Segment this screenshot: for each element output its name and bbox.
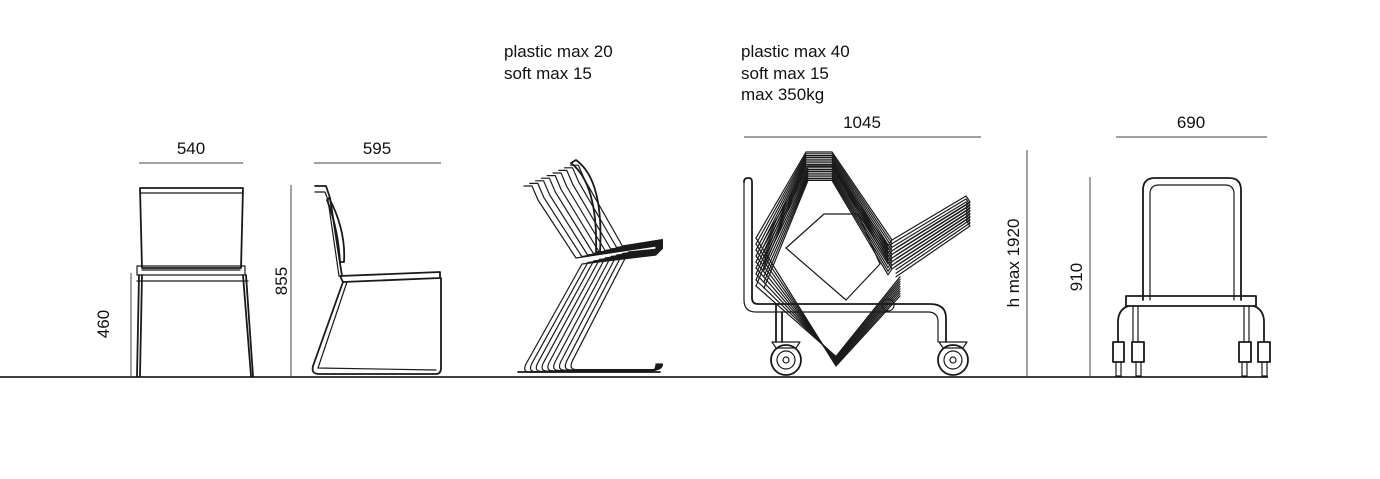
trolley-front-caster-left bbox=[1112, 341, 1145, 377]
trolley-chair-frame bbox=[755, 164, 893, 283]
dim-side-depth: 595 bbox=[363, 139, 391, 158]
dim-total-height: 855 bbox=[272, 267, 291, 295]
trolley-chair-seat bbox=[891, 216, 971, 274]
trolley-chair-v bbox=[755, 273, 901, 360]
trolley-chair-v bbox=[755, 267, 901, 361]
dim-trolley-length: 1045 bbox=[843, 113, 881, 132]
trolley-chair-v bbox=[755, 276, 901, 357]
trolley-stack-inner bbox=[785, 213, 881, 301]
dim-trolley-width: 690 bbox=[1177, 113, 1205, 132]
floor-stack-chairs bbox=[517, 159, 663, 373]
chair-front-view: 540 460 bbox=[94, 139, 254, 377]
dim-front-width: 540 bbox=[177, 139, 205, 158]
trolley-wheel-right bbox=[937, 341, 969, 376]
floor-stack-view: plastic max 20 soft max 15 bbox=[504, 42, 663, 373]
note-trolley-stack-line3: max 350kg bbox=[741, 85, 824, 104]
note-trolley-stack-line1: plastic max 40 bbox=[741, 42, 850, 61]
note-trolley-stack-line2: soft max 15 bbox=[741, 64, 829, 83]
stacked-chair-outline bbox=[558, 169, 662, 371]
trolley-wheel-left bbox=[770, 341, 802, 376]
chair-side-view: 595 855 bbox=[272, 139, 442, 376]
dim-stack-height: h max 1920 bbox=[1004, 219, 1023, 308]
trolley-stack-chairs bbox=[755, 151, 971, 367]
trolley-chair-v bbox=[755, 278, 901, 359]
note-floor-stack-line1: plastic max 20 bbox=[504, 42, 613, 61]
dim-seat-height: 460 bbox=[94, 310, 113, 338]
trolley-front-view: 690 910 bbox=[1067, 113, 1271, 377]
stacked-chair-outline bbox=[546, 175, 660, 372]
trolley-chair-seat bbox=[891, 213, 971, 271]
trolley-chair-v bbox=[755, 249, 901, 365]
trolley-chair-v bbox=[755, 255, 901, 363]
trolley-chair-seat bbox=[891, 219, 971, 278]
trolley-side-view: plastic max 40 soft max 15 max 350kg 104… bbox=[741, 42, 1028, 376]
trolley-chair-frame bbox=[755, 165, 893, 289]
trolley-chair-v bbox=[755, 261, 901, 362]
trolley-chair-v bbox=[755, 243, 901, 366]
trolley-front-caster-right bbox=[1238, 341, 1271, 377]
note-floor-stack-line2: soft max 15 bbox=[504, 64, 592, 83]
dim-trolley-height: 910 bbox=[1067, 263, 1086, 291]
stacked-chair-outline bbox=[569, 164, 663, 371]
stack-backrest-shell bbox=[570, 159, 602, 253]
trolley-chair-v bbox=[755, 237, 901, 367]
